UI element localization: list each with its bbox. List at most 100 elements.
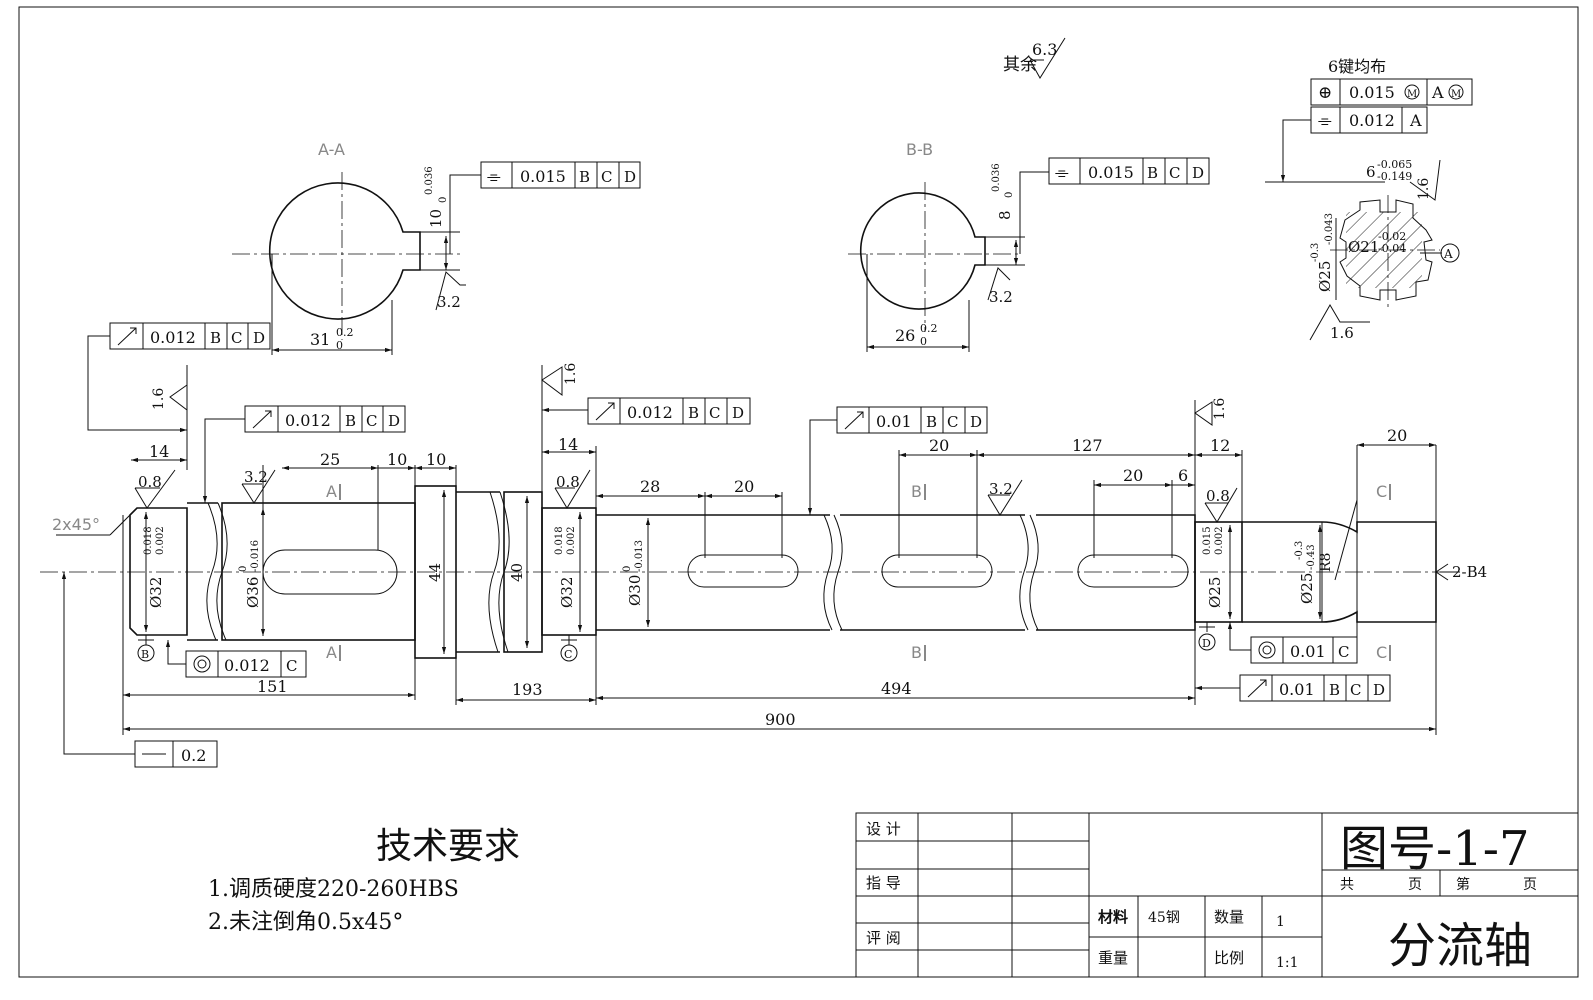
- svg-text:0.8: 0.8: [556, 473, 580, 491]
- svg-text:D: D: [388, 412, 400, 430]
- svg-text:B: B: [926, 413, 937, 431]
- svg-text:共: 共: [1340, 877, 1354, 893]
- svg-text:45钢: 45钢: [1148, 910, 1180, 926]
- svg-text:0.002: 0.002: [1214, 526, 1225, 555]
- section-a-a: A-A ⌯ 0.015 B C D 10 0.036 0 3.2 31 0.2 …: [232, 140, 641, 355]
- svg-text:A: A: [1431, 83, 1444, 102]
- svg-text:Ø32: Ø32: [558, 577, 576, 608]
- fcf-runout-2: 0.012 B C D: [202, 405, 406, 503]
- svg-text:数量: 数量: [1214, 908, 1244, 926]
- svg-text:其余: 其余: [1003, 55, 1037, 75]
- svg-text:C: C: [1338, 643, 1349, 661]
- svg-text:A: A: [326, 643, 337, 662]
- svg-text:0.2: 0.2: [336, 326, 354, 339]
- svg-text:A: A: [1409, 111, 1422, 130]
- svg-text:28: 28: [640, 477, 660, 496]
- svg-text:0.036: 0.036: [424, 166, 435, 195]
- fcf-straightness: 0.2: [61, 572, 218, 768]
- section-bb-label: B-B: [906, 140, 933, 159]
- shaft-outline: [40, 445, 1440, 660]
- svg-text:0: 0: [238, 566, 249, 572]
- svg-text:C: C: [286, 657, 297, 675]
- svg-text:⌯: ⌯: [1055, 163, 1069, 183]
- fcf-runout-1: 0.012 B C D: [87, 322, 271, 433]
- fcf-runout-4: 0.01 B C D: [807, 406, 988, 515]
- svg-text:0: 0: [336, 339, 343, 352]
- svg-text:0: 0: [622, 566, 633, 572]
- svg-text:C: C: [709, 404, 720, 422]
- svg-text:0.012: 0.012: [150, 328, 196, 347]
- svg-text:-0.02: -0.02: [1378, 230, 1406, 243]
- svg-text:B: B: [1147, 164, 1158, 182]
- svg-text:20: 20: [929, 436, 949, 455]
- diameter-dims: Ø32 0.018 0.002 Ø36 0 -0.016 44 40 Ø32 0…: [143, 490, 1358, 654]
- svg-text:10: 10: [427, 209, 445, 228]
- svg-text:指 导: 指 导: [866, 874, 901, 892]
- svg-text:C: C: [564, 648, 572, 661]
- svg-text:材料: 材料: [1098, 908, 1128, 926]
- svg-text:3.2: 3.2: [989, 480, 1013, 498]
- svg-text:设 计: 设 计: [866, 820, 901, 838]
- spline-section: 6键均布 ⊕ 0.015 M A M ⌯ 0.012 A 6 -0.065 -0…: [1265, 57, 1473, 342]
- svg-text:A: A: [326, 482, 337, 501]
- drawing-number: 图号-1-7: [1340, 821, 1530, 877]
- svg-text:0.8: 0.8: [1206, 487, 1230, 505]
- svg-text:127: 127: [1072, 436, 1103, 455]
- svg-text:0: 0: [920, 335, 927, 348]
- svg-text:1.6: 1.6: [1212, 398, 1228, 420]
- svg-text:M: M: [1407, 89, 1417, 100]
- svg-text:Ø21: Ø21: [1348, 238, 1379, 256]
- svg-text:第: 第: [1456, 876, 1470, 893]
- svg-text:0.015: 0.015: [1349, 83, 1395, 102]
- svg-text:1.6: 1.6: [151, 388, 167, 410]
- svg-text:12: 12: [1210, 436, 1230, 455]
- svg-text:3.2: 3.2: [437, 293, 461, 311]
- svg-text:D: D: [1202, 637, 1211, 650]
- tech-title: 技术要求: [376, 826, 520, 867]
- svg-text:页: 页: [1408, 877, 1422, 893]
- svg-text:Ø25: Ø25: [1206, 577, 1224, 608]
- svg-text:0.01: 0.01: [876, 412, 912, 431]
- svg-text:3.2: 3.2: [989, 288, 1013, 306]
- svg-text:0.018: 0.018: [143, 526, 154, 555]
- svg-text:6: 6: [1366, 163, 1376, 181]
- svg-text:10: 10: [426, 450, 446, 469]
- svg-text:31: 31: [310, 330, 330, 349]
- svg-text:C: C: [1376, 643, 1387, 662]
- svg-text:1.6: 1.6: [1416, 178, 1432, 200]
- svg-text:B: B: [345, 412, 356, 430]
- svg-text:1.6: 1.6: [563, 363, 579, 385]
- svg-text:-0.43: -0.43: [1306, 544, 1317, 570]
- svg-text:C: C: [601, 168, 612, 186]
- svg-text:0: 0: [438, 197, 449, 203]
- svg-text:900: 900: [765, 710, 796, 729]
- svg-text:0.012: 0.012: [627, 403, 673, 422]
- svg-text:Ø25: Ø25: [1316, 261, 1334, 292]
- spline-title: 6键均布: [1328, 57, 1386, 76]
- svg-text:-0.065: -0.065: [1377, 158, 1412, 171]
- svg-text:0.018: 0.018: [554, 526, 565, 555]
- svg-text:B: B: [911, 643, 922, 662]
- svg-text:0.002: 0.002: [155, 526, 166, 555]
- svg-text:C: C: [1376, 482, 1387, 501]
- svg-text:D: D: [253, 329, 265, 347]
- svg-text:B: B: [141, 648, 149, 661]
- fcf-concentricity-2: 0.01 C: [1227, 622, 1358, 664]
- svg-text:Ø25: Ø25: [1298, 573, 1316, 604]
- fcf-runout-5: 0.01 B C D: [1195, 674, 1391, 702]
- svg-text:C: C: [366, 412, 377, 430]
- svg-text:B: B: [688, 404, 699, 422]
- svg-text:-0.013: -0.013: [634, 540, 645, 572]
- svg-text:0.01: 0.01: [1290, 642, 1326, 661]
- svg-text:6: 6: [1178, 466, 1188, 485]
- svg-text:C: C: [947, 413, 958, 431]
- svg-text:Ø30: Ø30: [626, 575, 644, 606]
- svg-text:D: D: [970, 413, 982, 431]
- svg-text:20: 20: [734, 477, 754, 496]
- svg-text:10: 10: [387, 450, 407, 469]
- svg-text:⊕: ⊕: [1318, 83, 1332, 103]
- svg-text:-0.016: -0.016: [250, 540, 261, 572]
- svg-text:R8: R8: [1318, 553, 1334, 572]
- svg-text:0.01: 0.01: [1279, 680, 1315, 699]
- svg-text:Ø32: Ø32: [147, 577, 165, 608]
